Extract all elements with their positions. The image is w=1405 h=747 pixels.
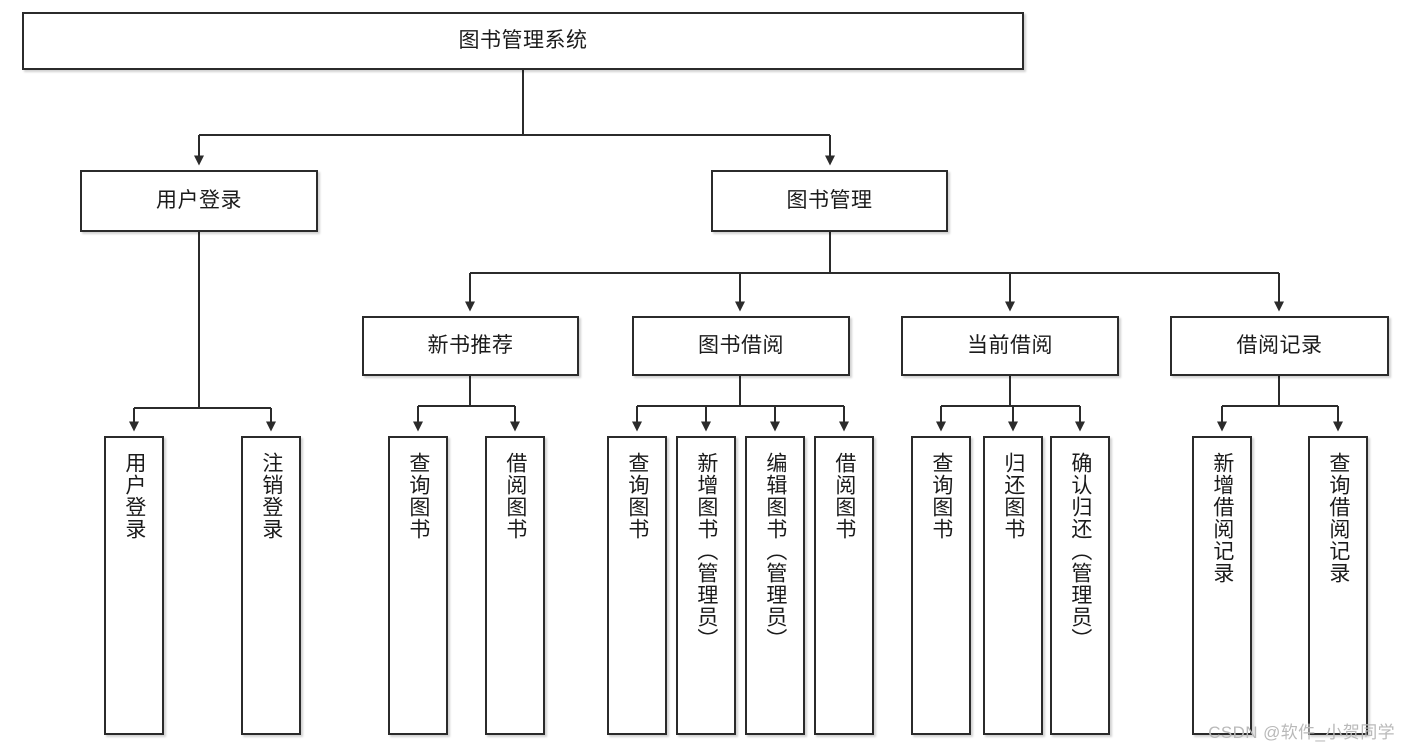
node-leaf-borrow-book-2[interactable]: 借阅图书: [814, 436, 874, 735]
node-leaf-add-record-label: 新增借阅记录: [1210, 452, 1234, 584]
node-leaf-edit-book-label: 编辑图书（管理员）: [763, 452, 787, 650]
node-user-login-label: 用户登录: [156, 188, 242, 212]
node-user-login[interactable]: 用户登录: [80, 170, 318, 232]
node-current-borrow[interactable]: 当前借阅: [901, 316, 1119, 376]
node-leaf-logout[interactable]: 注销登录: [241, 436, 301, 735]
node-leaf-edit-book[interactable]: 编辑图书（管理员）: [745, 436, 805, 735]
node-leaf-borrow-book-1-label: 借阅图书: [503, 452, 527, 540]
node-leaf-borrow-book-1[interactable]: 借阅图书: [485, 436, 545, 735]
node-book-manage-label: 图书管理: [786, 188, 873, 212]
node-current-borrow-label: 当前借阅: [967, 333, 1053, 357]
node-leaf-return-book[interactable]: 归还图书: [983, 436, 1043, 735]
node-leaf-add-book[interactable]: 新增图书（管理员）: [676, 436, 736, 735]
node-leaf-logout-label: 注销登录: [259, 452, 283, 540]
node-leaf-query-book-2[interactable]: 查询图书: [607, 436, 667, 735]
node-leaf-add-book-label: 新增图书（管理员）: [694, 452, 718, 650]
node-borrow-record-label: 借阅记录: [1236, 333, 1323, 357]
node-new-book-rec[interactable]: 新书推荐: [362, 316, 579, 376]
node-leaf-return-book-label: 归还图书: [1001, 452, 1025, 540]
node-leaf-user-login-label: 用户登录: [122, 452, 146, 540]
watermark: CSDN @软件_小贺同学: [1208, 723, 1395, 742]
node-leaf-user-login[interactable]: 用户登录: [104, 436, 164, 735]
node-leaf-query-record[interactable]: 查询借阅记录: [1308, 436, 1368, 735]
node-leaf-query-book-1-label: 查询图书: [406, 452, 430, 540]
node-leaf-borrow-book-2-label: 借阅图书: [832, 452, 856, 540]
node-leaf-confirm-return-label: 确认归还（管理员）: [1068, 452, 1092, 650]
node-borrow-record[interactable]: 借阅记录: [1170, 316, 1389, 376]
node-root[interactable]: 图书管理系统: [22, 12, 1024, 70]
node-leaf-query-book-3-label: 查询图书: [929, 452, 953, 540]
node-root-label: 图书管理系统: [458, 28, 588, 52]
node-book-manage[interactable]: 图书管理: [711, 170, 948, 232]
node-leaf-query-book-1[interactable]: 查询图书: [388, 436, 448, 735]
node-book-borrow-label: 图书借阅: [698, 333, 784, 357]
node-leaf-query-book-2-label: 查询图书: [625, 452, 649, 540]
node-leaf-confirm-return[interactable]: 确认归还（管理员）: [1050, 436, 1110, 735]
node-book-borrow[interactable]: 图书借阅: [632, 316, 850, 376]
node-leaf-query-book-3[interactable]: 查询图书: [911, 436, 971, 735]
node-leaf-add-record[interactable]: 新增借阅记录: [1192, 436, 1252, 735]
node-new-book-rec-label: 新书推荐: [427, 333, 514, 357]
node-leaf-query-record-label: 查询借阅记录: [1326, 452, 1350, 584]
